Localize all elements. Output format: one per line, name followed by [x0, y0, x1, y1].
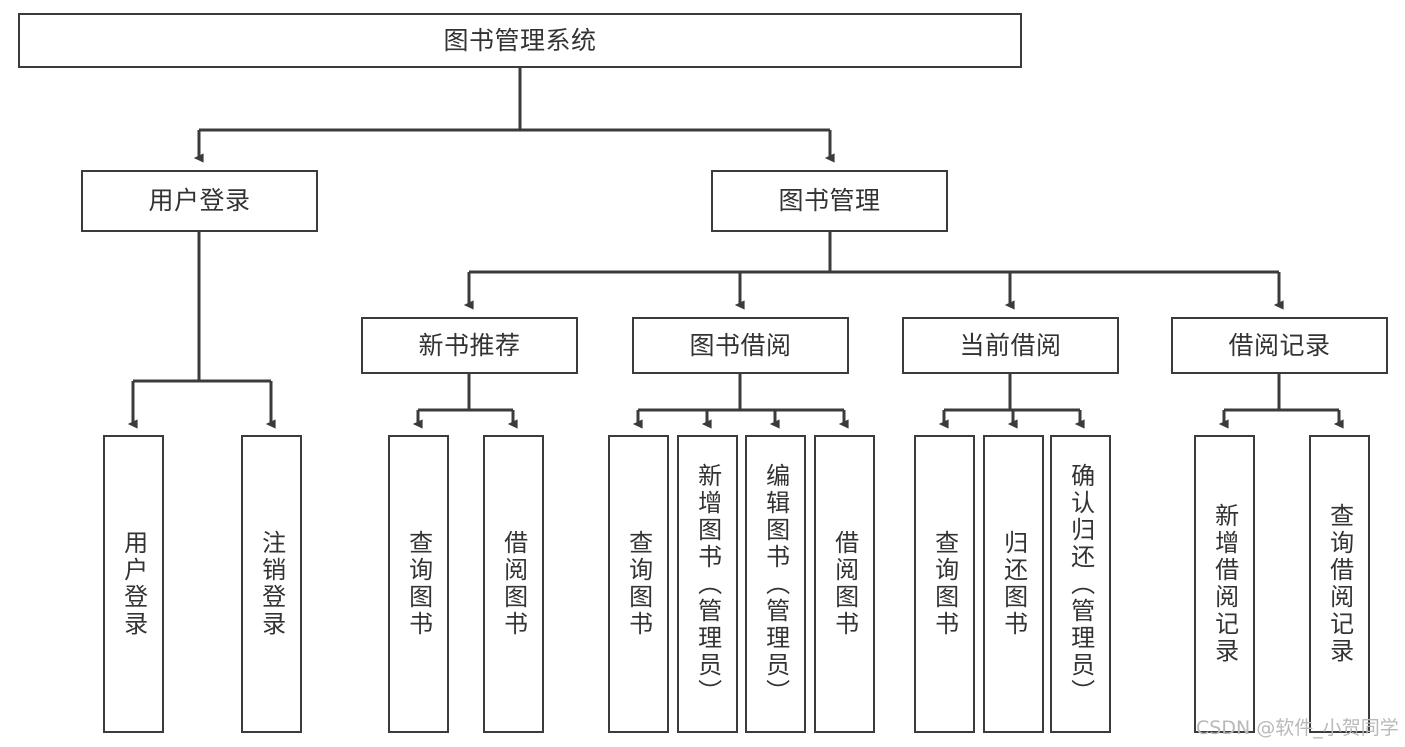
node-leaf-add-book[interactable]: 新增图书（管理员）	[677, 435, 738, 733]
node-current-borrow[interactable]: 当前借阅	[902, 317, 1119, 374]
node-leaf-confirm-return[interactable]: 确认归还（管理员）	[1050, 435, 1111, 733]
node-borrow-record-label: 借阅记录	[1228, 330, 1331, 360]
node-borrow-record[interactable]: 借阅记录	[1171, 317, 1388, 374]
node-book-manage-label: 图书管理	[778, 186, 881, 216]
node-leaf-edit-book[interactable]: 编辑图书（管理员）	[745, 435, 806, 733]
node-leaf-confirm-return-label: 确认归还（管理员）	[1066, 462, 1095, 706]
node-leaf-query-record-label: 查询借阅记录	[1325, 503, 1354, 665]
node-leaf-add-record-label: 新增借阅记录	[1210, 503, 1239, 665]
node-current-borrow-label: 当前借阅	[959, 330, 1062, 360]
node-book-borrow[interactable]: 图书借阅	[632, 317, 849, 374]
node-leaf-query-record[interactable]: 查询借阅记录	[1309, 435, 1370, 733]
node-leaf-query-book-1[interactable]: 查询图书	[388, 435, 449, 733]
node-leaf-user-login[interactable]: 用户登录	[103, 435, 164, 733]
node-leaf-return-book[interactable]: 归还图书	[983, 435, 1044, 733]
node-leaf-query-book-2[interactable]: 查询图书	[608, 435, 669, 733]
node-leaf-return-book-label: 归还图书	[999, 530, 1028, 638]
node-root-label: 图书管理系统	[443, 25, 597, 55]
node-new-book-recommend[interactable]: 新书推荐	[361, 317, 578, 374]
node-leaf-borrow-book-1[interactable]: 借阅图书	[483, 435, 544, 733]
csdn-watermark: CSDN @软件_小贺同学	[1196, 717, 1399, 739]
node-leaf-user-logout[interactable]: 注销登录	[241, 435, 302, 733]
node-leaf-borrow-book-2-label: 借阅图书	[830, 530, 859, 638]
node-new-book-recommend-label: 新书推荐	[418, 330, 521, 360]
node-leaf-add-book-label: 新增图书（管理员）	[693, 462, 722, 706]
node-leaf-user-logout-label: 注销登录	[257, 530, 286, 638]
node-user-login[interactable]: 用户登录	[81, 170, 318, 232]
node-book-borrow-label: 图书借阅	[689, 330, 792, 360]
node-leaf-user-login-label: 用户登录	[119, 530, 148, 638]
node-leaf-query-book-2-label: 查询图书	[624, 530, 653, 638]
node-leaf-borrow-book-2[interactable]: 借阅图书	[814, 435, 875, 733]
node-root[interactable]: 图书管理系统	[18, 13, 1022, 68]
node-user-login-label: 用户登录	[148, 186, 251, 216]
node-leaf-query-book-3-label: 查询图书	[930, 530, 959, 638]
node-leaf-edit-book-label: 编辑图书（管理员）	[761, 462, 790, 706]
node-leaf-query-book-3[interactable]: 查询图书	[914, 435, 975, 733]
node-book-manage[interactable]: 图书管理	[711, 170, 948, 232]
node-leaf-query-book-1-label: 查询图书	[404, 530, 433, 638]
node-leaf-borrow-book-1-label: 借阅图书	[499, 530, 528, 638]
node-leaf-add-record[interactable]: 新增借阅记录	[1194, 435, 1255, 733]
